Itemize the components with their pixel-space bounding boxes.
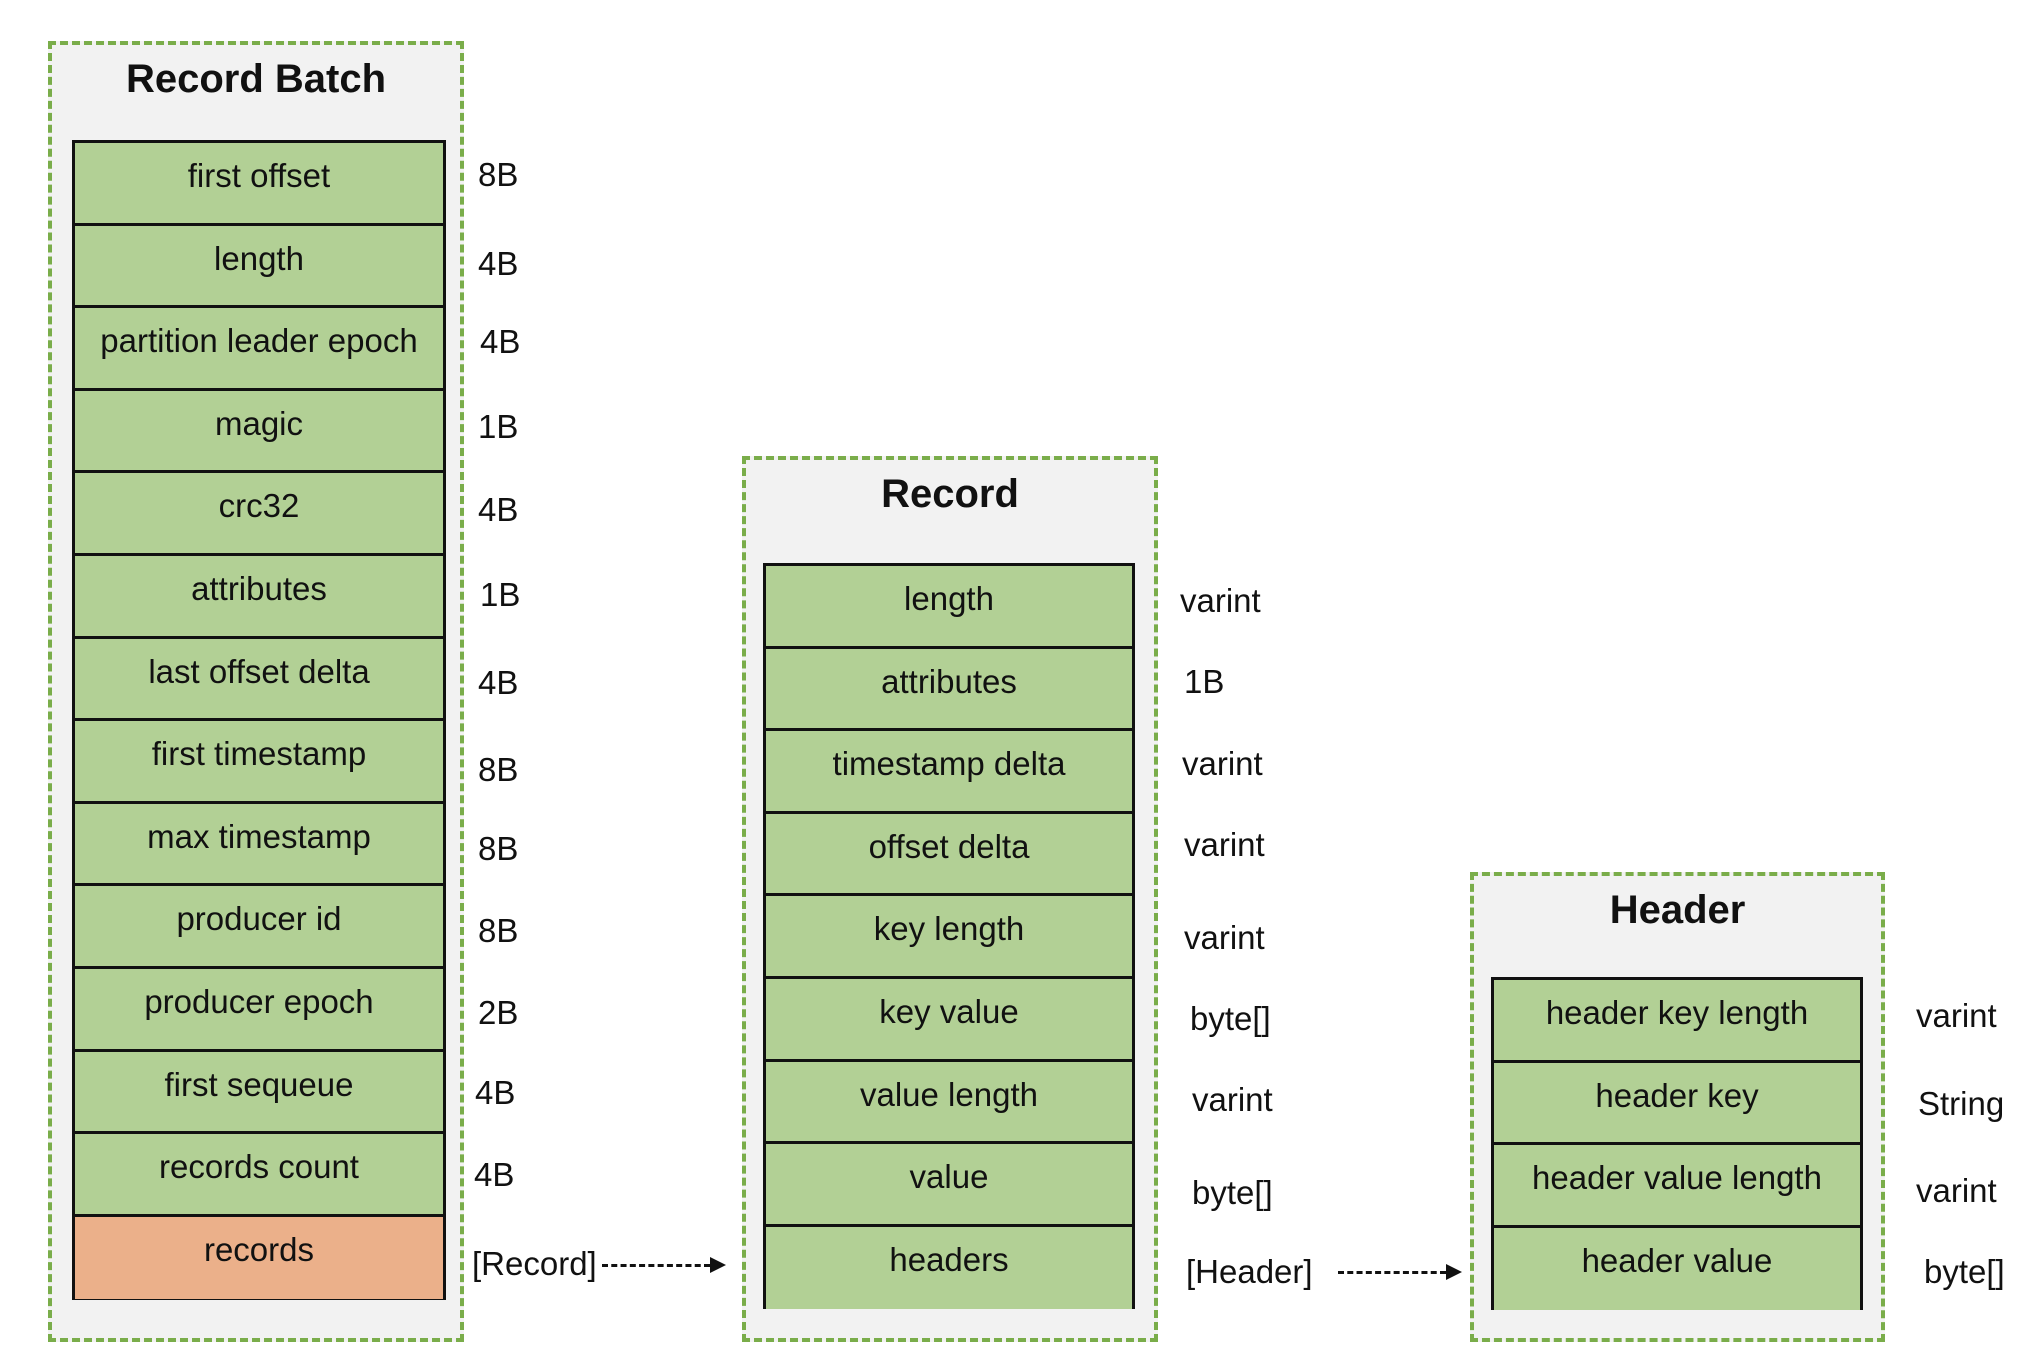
field-producer-epoch: producer epoch — [75, 968, 443, 1052]
field-first-timestamp: first timestamp — [75, 721, 443, 804]
field-header-value-length: header value length — [1494, 1145, 1860, 1228]
size-first-sequeue: 4B — [475, 1074, 516, 1111]
size-value: byte[] — [1192, 1174, 1273, 1211]
size-producer-epoch: 2B — [478, 994, 519, 1031]
record-title: Record — [881, 472, 1019, 516]
size-records-count: 4B — [474, 1156, 515, 1193]
field-timestamp-delta: timestamp delta — [766, 731, 1132, 814]
size-record-attributes: 1B — [1184, 663, 1225, 700]
size-magic: 1B — [478, 408, 519, 445]
field-header-value: header value — [1494, 1227, 1860, 1311]
size-crc32: 4B — [478, 491, 519, 528]
field-producer-id: producer id — [75, 886, 443, 969]
field-key-length: key length — [766, 896, 1132, 979]
field-offset-delta: offset delta — [766, 813, 1132, 897]
size-header-key: String — [1918, 1085, 2005, 1122]
field-record-length: length — [766, 566, 1132, 649]
size-record-length: varint — [1180, 582, 1261, 619]
field-record-attributes: attributes — [766, 648, 1132, 732]
size-attributes: 1B — [480, 576, 521, 613]
arrow-to-header — [1338, 1262, 1462, 1282]
size-first-timestamp: 8B — [478, 751, 519, 788]
field-magic: magic — [75, 390, 443, 474]
size-header-value: byte[] — [1924, 1253, 2005, 1290]
size-key-length: varint — [1184, 919, 1265, 956]
field-headers: headers — [766, 1226, 1132, 1310]
record-fields: length attributes timestamp delta offset… — [763, 563, 1135, 1310]
field-partition-leader-epoch: partition leader epoch — [75, 308, 443, 391]
size-timestamp-delta: varint — [1182, 745, 1263, 782]
field-first-sequeue: first sequeue — [75, 1051, 443, 1135]
field-max-timestamp: max timestamp — [75, 803, 443, 887]
header-fields: header key length header key header valu… — [1491, 977, 1863, 1311]
record-batch-title: Record Batch — [125, 57, 387, 101]
size-headers: [Header] — [1186, 1253, 1313, 1290]
size-first-offset: 8B — [478, 156, 519, 193]
field-header-key: header key — [1494, 1062, 1860, 1146]
field-key-value: key value — [766, 978, 1132, 1062]
field-records: records — [75, 1216, 443, 1300]
size-header-value-length: varint — [1916, 1172, 1997, 1209]
field-header-key-length: header key length — [1494, 980, 1860, 1063]
size-last-offset-delta: 4B — [478, 664, 519, 701]
size-key-value: byte[] — [1190, 1000, 1271, 1037]
size-partition-leader-epoch: 4B — [480, 323, 521, 360]
field-length: length — [75, 225, 443, 309]
size-records: [Record] — [472, 1245, 597, 1282]
size-value-length: varint — [1192, 1081, 1273, 1118]
size-header-key-length: varint — [1916, 997, 1997, 1034]
field-value-length: value length — [766, 1061, 1132, 1145]
field-attributes: attributes — [75, 555, 443, 639]
size-length: 4B — [478, 245, 519, 282]
field-records-count: records count — [75, 1134, 443, 1217]
field-first-offset: first offset — [75, 143, 443, 226]
header-title: Header — [1609, 888, 1746, 932]
size-max-timestamp: 8B — [478, 830, 519, 867]
field-last-offset-delta: last offset delta — [75, 638, 443, 722]
size-producer-id: 8B — [478, 912, 519, 949]
field-value: value — [766, 1144, 1132, 1227]
field-crc32: crc32 — [75, 473, 443, 556]
arrow-to-record — [602, 1255, 726, 1275]
size-offset-delta: varint — [1184, 826, 1265, 863]
record-batch-fields: first offset length partition leader epo… — [72, 140, 446, 1300]
